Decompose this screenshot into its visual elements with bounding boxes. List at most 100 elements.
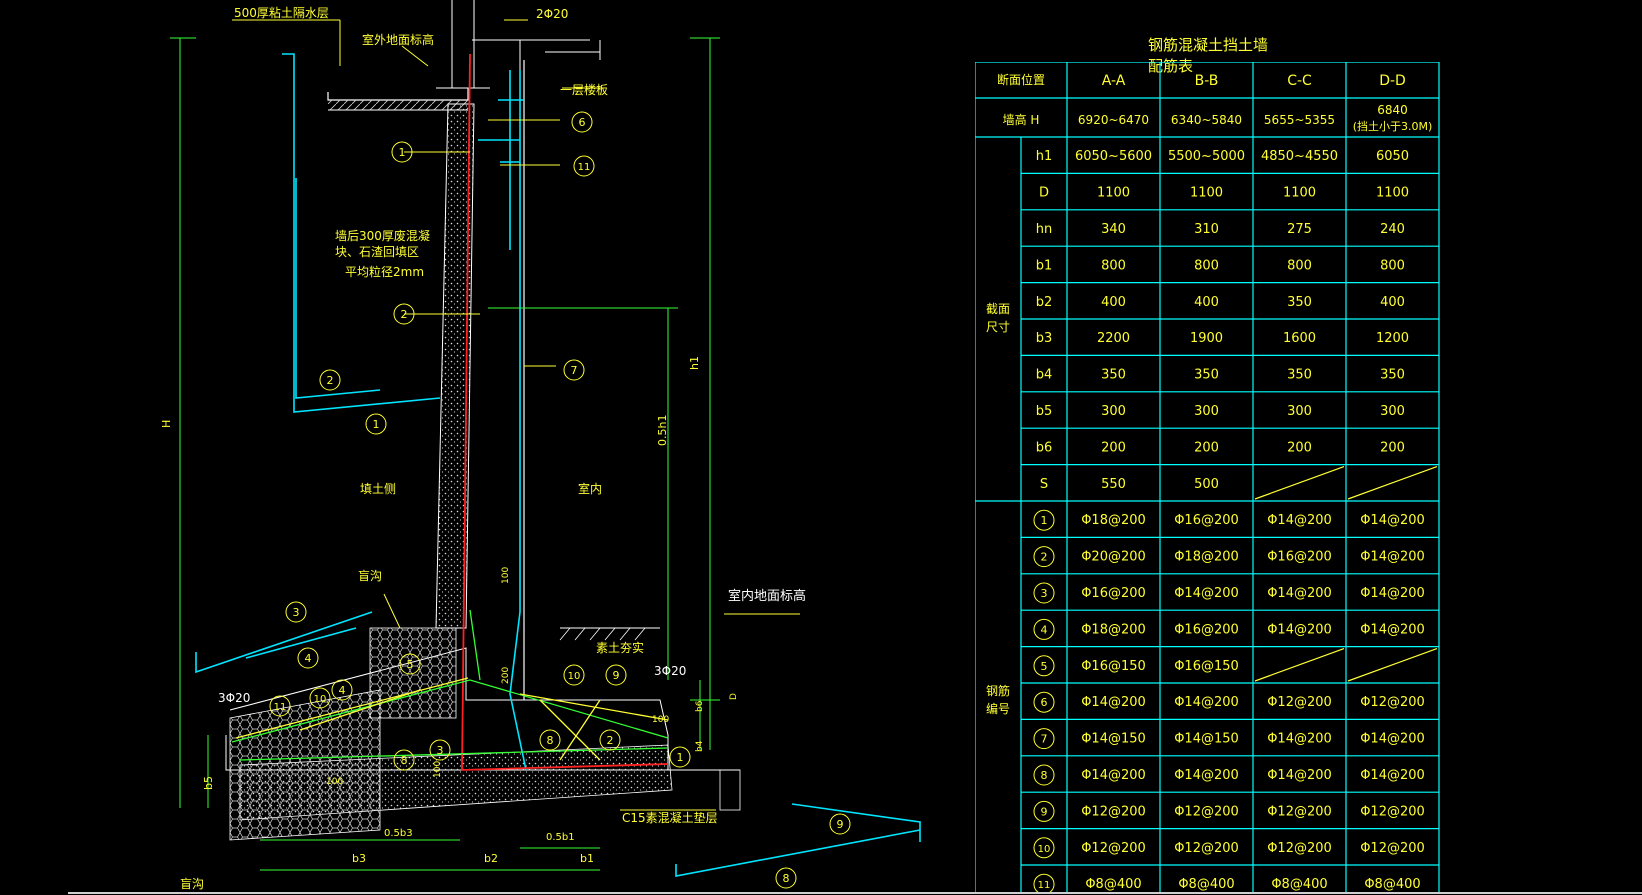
cell-b1-A-A: 800 bbox=[1101, 258, 1126, 273]
rebar-lines bbox=[195, 53, 921, 877]
svg-text:8: 8 bbox=[547, 734, 554, 747]
rebar-number-circle bbox=[1033, 764, 1055, 786]
svg-text:3: 3 bbox=[437, 744, 444, 757]
dim-half-b3: 0.5b3 bbox=[384, 828, 413, 839]
svg-text:11: 11 bbox=[274, 702, 287, 713]
cell-rebar-10-B-B: Φ12@200 bbox=[1174, 841, 1239, 856]
rebar-marker-10: 10 bbox=[309, 687, 331, 709]
cell-hn-C-C: 275 bbox=[1287, 222, 1312, 237]
cell-h1-B-B: 5500~5000 bbox=[1168, 149, 1245, 164]
rebar-marker-2: 2 bbox=[319, 369, 341, 391]
row-label-b2: b2 bbox=[1036, 295, 1053, 310]
cell-S-B-B: 500 bbox=[1194, 477, 1219, 492]
cell-rebar-1-D-D: Φ14@200 bbox=[1360, 513, 1425, 528]
cell-b6-B-B: 200 bbox=[1194, 440, 1219, 455]
cell-b4-B-B: 350 bbox=[1194, 368, 1219, 383]
row-label-b4: b4 bbox=[1036, 368, 1053, 383]
cell-b4-A-A: 350 bbox=[1101, 368, 1126, 383]
label-backfill-2: 块、石渣回填区 bbox=[335, 245, 419, 259]
rebar-marker-4: 4 bbox=[297, 647, 319, 669]
svg-text:1: 1 bbox=[373, 418, 380, 431]
column-header-D-D: D-D bbox=[1379, 73, 1406, 89]
cell-rebar-9-A-A: Φ12@200 bbox=[1081, 804, 1146, 819]
dim-100c: 100 bbox=[326, 777, 343, 787]
cell-b4-D-D: 350 bbox=[1380, 368, 1405, 383]
cell-b5-A-A: 300 bbox=[1101, 404, 1126, 419]
leader-lines bbox=[232, 19, 800, 811]
cell-rebar-10-A-A: Φ12@200 bbox=[1081, 841, 1146, 856]
label-rebar-right: 3Φ20 bbox=[654, 664, 686, 678]
dimension-lines bbox=[170, 37, 720, 871]
dim-100d: 100 bbox=[652, 715, 669, 725]
svg-text:2: 2 bbox=[607, 734, 614, 747]
rebar-marker-9: 9 bbox=[605, 664, 627, 686]
label-indoor: 室内 bbox=[578, 481, 602, 496]
cell-rebar-4-A-A: Φ18@200 bbox=[1081, 622, 1146, 637]
svg-text:10: 10 bbox=[314, 694, 327, 705]
empty-cell-slash bbox=[1347, 466, 1438, 500]
cell-rebar-2-A-A: Φ20@200 bbox=[1081, 550, 1146, 565]
cell-b3-B-B: 1900 bbox=[1190, 331, 1223, 346]
cell-rebar-8-B-B: Φ14@200 bbox=[1174, 768, 1239, 783]
label-rebar-top: 2Φ20 bbox=[536, 7, 568, 21]
row-label-b6: b6 bbox=[1036, 440, 1053, 455]
cell-rebar-9-D-D: Φ12@200 bbox=[1360, 804, 1425, 819]
svg-text:1: 1 bbox=[677, 751, 684, 764]
row-label-b5: b5 bbox=[1036, 404, 1053, 419]
cell-rebar-10-C-C: Φ12@200 bbox=[1267, 841, 1332, 856]
rebar-marker-3: 3 bbox=[285, 601, 307, 623]
label-floor-slab: 一层楼板 bbox=[560, 82, 608, 97]
rebar-marker-2: 2 bbox=[393, 303, 415, 325]
rebar-marker-9: 9 bbox=[829, 813, 851, 835]
rebar-number-circle bbox=[1033, 800, 1055, 822]
label-drain-ditch: 盲沟 bbox=[358, 568, 382, 583]
rebar-marker-1: 1 bbox=[391, 141, 413, 163]
rebar-number-4: 4 bbox=[1041, 623, 1048, 636]
cell-b5-C-C: 300 bbox=[1287, 404, 1312, 419]
cell-D-C-C: 1100 bbox=[1283, 186, 1316, 201]
dim-100a: 100 bbox=[501, 567, 511, 584]
cell-rebar-2-D-D: Φ14@200 bbox=[1360, 550, 1425, 565]
wall-height-A-A: 6920~6470 bbox=[1078, 113, 1149, 127]
group-label-rebar: 钢筋 bbox=[986, 683, 1010, 698]
rebar-marker-3: 3 bbox=[429, 739, 451, 761]
svg-text:1: 1 bbox=[399, 146, 406, 159]
rebar-number-circle bbox=[1033, 582, 1055, 604]
cell-D-A-A: 1100 bbox=[1097, 186, 1130, 201]
svg-text:5: 5 bbox=[407, 658, 414, 671]
cell-rebar-4-C-C: Φ14@200 bbox=[1267, 622, 1332, 637]
row-label-D: D bbox=[1039, 186, 1049, 201]
dim-b2: b2 bbox=[484, 852, 498, 865]
cell-rebar-8-A-A: Φ14@200 bbox=[1081, 768, 1146, 783]
cell-rebar-2-B-B: Φ18@200 bbox=[1174, 550, 1239, 565]
cell-rebar-5-B-B: Φ16@150 bbox=[1174, 659, 1239, 674]
cell-b3-D-D: 1200 bbox=[1376, 331, 1409, 346]
rebar-marker-1: 1 bbox=[365, 413, 387, 435]
row-label-S: S bbox=[1040, 477, 1048, 492]
dim-half-b1: 0.5b1 bbox=[546, 832, 575, 843]
cell-b1-B-B: 800 bbox=[1194, 258, 1219, 273]
label-backfill-1: 墙后300厚废混凝 bbox=[335, 228, 430, 243]
drawing-labels: 500厚粘土隔水层 室外地面标高 一层楼板 2Φ20 墙后300厚废混凝 块、石… bbox=[160, 5, 806, 891]
rebar-number-8: 8 bbox=[1041, 769, 1048, 782]
cell-b2-D-D: 400 bbox=[1380, 295, 1405, 310]
rebar-marker-1: 1 bbox=[669, 746, 691, 768]
cell-h1-C-C: 4850~4550 bbox=[1261, 149, 1338, 164]
rebar-number-circle bbox=[1033, 655, 1055, 677]
cell-rebar-7-A-A: Φ14@150 bbox=[1081, 732, 1146, 747]
label-rebar-left: 3Φ20 bbox=[218, 691, 250, 705]
svg-text:6: 6 bbox=[579, 116, 586, 129]
label-drain-bottom: 盲沟 bbox=[180, 876, 204, 891]
svg-text:4: 4 bbox=[339, 684, 346, 697]
cell-b2-A-A: 400 bbox=[1101, 295, 1126, 310]
cell-b2-C-C: 350 bbox=[1287, 295, 1312, 310]
dim-b3: b3 bbox=[352, 852, 366, 865]
cell-rebar-2-C-C: Φ16@200 bbox=[1267, 550, 1332, 565]
dim-b6: b6 bbox=[695, 700, 705, 712]
cell-rebar-3-C-C: Φ14@200 bbox=[1267, 586, 1332, 601]
svg-text:2: 2 bbox=[327, 374, 334, 387]
label-outdoor-grade: 室外地面标高 bbox=[362, 32, 434, 47]
cell-D-D-D: 1100 bbox=[1376, 186, 1409, 201]
